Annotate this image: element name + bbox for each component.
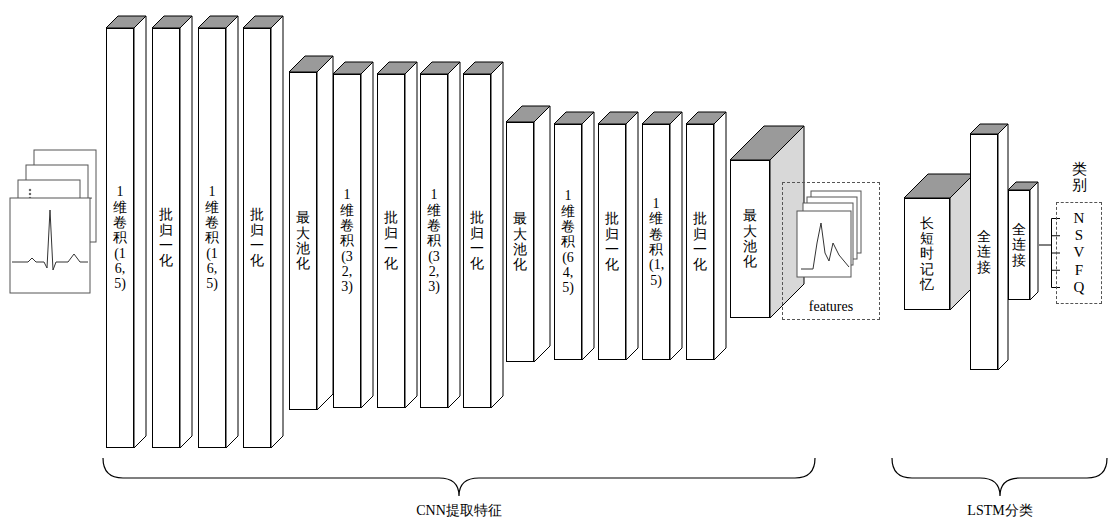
layer-slab: 长短时记忆 xyxy=(904,198,950,310)
layer-name: 批归一化 xyxy=(384,210,398,272)
layer-name: 1维卷积(1,5) xyxy=(649,196,663,288)
layer-slab: 最大池化 xyxy=(730,160,770,318)
layer-slab: 1维卷积(32,3) xyxy=(333,74,361,408)
layer-slab: 批归一化 xyxy=(686,124,714,360)
layer-name: 批归一化 xyxy=(159,207,173,269)
layer-name: 批归一化 xyxy=(470,210,484,272)
layer-slab: 批归一化 xyxy=(152,28,180,448)
class-letter: F xyxy=(1075,262,1083,279)
layer-slab: 批归一化 xyxy=(377,74,405,408)
input-ecg-images xyxy=(10,150,96,293)
layer-name: 批归一化 xyxy=(250,207,264,269)
class-heading: 类别 xyxy=(1072,161,1087,194)
slab-side xyxy=(714,112,726,360)
layer-name: 批归一化 xyxy=(605,211,619,273)
layer-slab: 最大池化 xyxy=(506,122,534,362)
layer-name: 1维卷积(64,5) xyxy=(561,188,575,296)
layer-name: 全连接 xyxy=(1012,222,1026,268)
layer-name: 批归一化 xyxy=(693,211,707,273)
dashed-group-box: 类别NSVFQ xyxy=(1056,202,1102,304)
class-letter: Q xyxy=(1074,279,1085,296)
slab-side xyxy=(534,106,550,362)
layer-slab: 批归一化 xyxy=(463,74,491,408)
layer-slab: 全连接 xyxy=(970,134,998,370)
layer-slab: 1维卷积(64,5) xyxy=(554,124,582,360)
slab-side xyxy=(405,62,417,408)
slab-depth-faces xyxy=(106,16,1038,448)
layer-name: 1维卷积(32,3) xyxy=(340,187,354,295)
class-letter: N xyxy=(1074,210,1085,227)
layer-slab: 最大池化 xyxy=(289,72,317,410)
dashed-group-box: features xyxy=(782,182,880,320)
slab-side xyxy=(998,124,1008,370)
slab-side xyxy=(1030,182,1038,300)
group-braces xyxy=(103,458,1107,496)
slab-side xyxy=(361,62,373,408)
slab-side xyxy=(226,16,238,448)
feature-maps-icon xyxy=(783,183,879,293)
slab-side xyxy=(582,112,594,360)
slab-side xyxy=(448,62,460,408)
slab-side xyxy=(491,62,503,408)
layer-slab: 1维卷积(1,5) xyxy=(642,124,670,360)
layer-name: 最大池化 xyxy=(743,208,757,270)
slab-side xyxy=(134,16,146,448)
group-label: LSTM分类 xyxy=(967,502,1032,520)
layer-name: 1维卷积(32,3) xyxy=(427,187,441,295)
layer-slab: 批归一化 xyxy=(243,28,271,448)
layer-slab: 1维卷积(32,3) xyxy=(420,74,448,408)
slab-side xyxy=(317,56,333,410)
layer-slab: 批归一化 xyxy=(598,124,626,360)
group-label: CNN提取特征 xyxy=(416,502,502,520)
layer-name: 最大池化 xyxy=(513,211,527,273)
layer-slab: 1维卷积(16,5) xyxy=(106,28,134,448)
layer-name: 1维卷积(16,5) xyxy=(113,184,127,292)
slab-side xyxy=(626,112,638,360)
slab-side xyxy=(180,16,192,448)
layer-name: 长短时记忆 xyxy=(920,216,934,293)
class-letter: V xyxy=(1074,244,1085,261)
layer-slab: 1维卷积(16,5) xyxy=(198,28,226,448)
class-letter: S xyxy=(1075,227,1083,244)
layer-name: 1维卷积(16,5) xyxy=(205,184,219,292)
layer-name: 全连接 xyxy=(977,229,991,275)
slab-side xyxy=(670,112,682,360)
slab-side xyxy=(271,16,283,448)
feature-label: features xyxy=(807,299,855,315)
layer-name: 最大池化 xyxy=(296,210,310,272)
layer-slab: 全连接 xyxy=(1008,190,1030,300)
